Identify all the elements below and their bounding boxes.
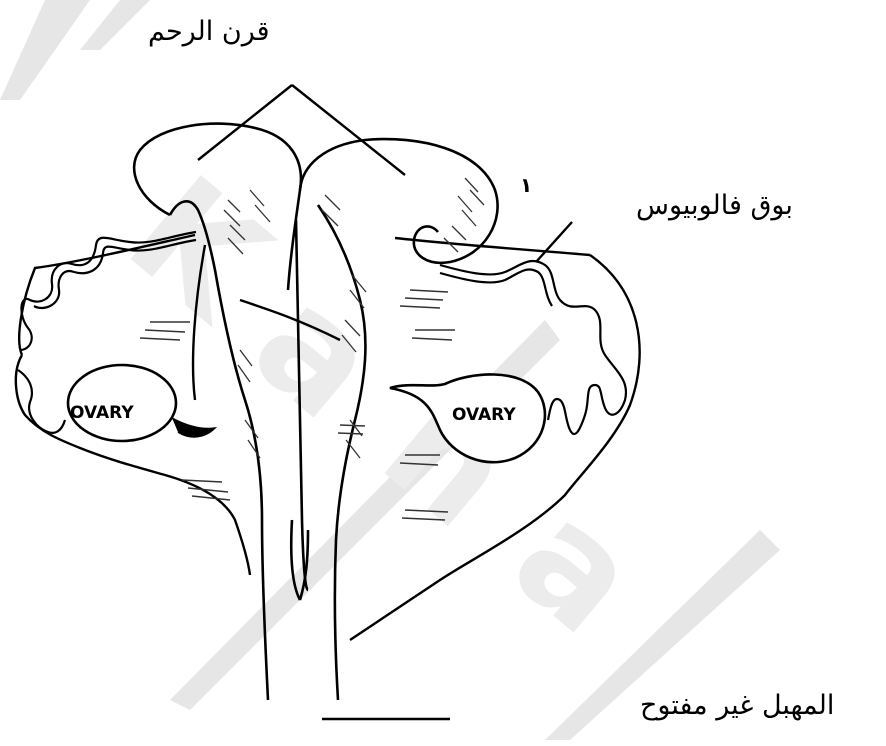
horn-leader-right [292,85,405,175]
left-ovary-group: OVARY [18,365,215,441]
tube-leader [536,222,572,262]
right-ovary-label: OVARY [452,405,516,425]
marker-number: ١ [520,173,532,197]
left-ovarian-ligament [172,418,215,437]
label-fallopian-tubes: بوق فالوبيوس [636,190,793,221]
left-ovary-label: OVARY [70,403,134,423]
watermark-letter-4: a [482,469,671,667]
label-uterine-horns: قرن الرحم [148,16,270,47]
watermark-letters: K a n a [97,144,671,667]
label-vagina-unopened: المهبل غير مفتوح [640,690,834,721]
